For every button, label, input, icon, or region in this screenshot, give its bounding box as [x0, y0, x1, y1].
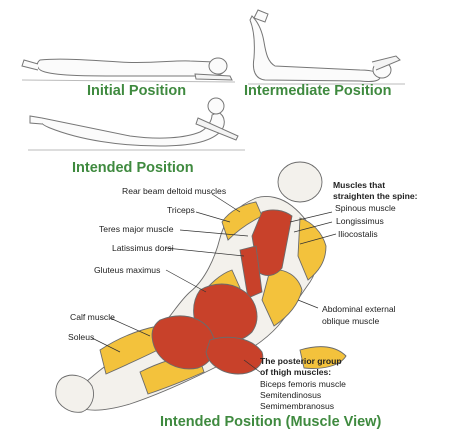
- label-soleus: Soleus: [68, 332, 95, 342]
- caption-muscle-view: Intended Position (Muscle View): [160, 414, 382, 430]
- leader-lines: [91, 193, 337, 373]
- thigh-group-item: Semimembranosus: [260, 401, 335, 411]
- thigh-group-title-2: of thigh muscles:: [260, 367, 332, 377]
- spine-group-item: Iliocostalis: [338, 229, 378, 239]
- label-abdominal-line-1: Abdominal external: [322, 304, 396, 314]
- label-latissimus-dorsi: Latissimus dorsi: [112, 243, 174, 253]
- figure-intermediate-position: [248, 9, 405, 85]
- label-teres-major: Teres major muscle: [99, 224, 174, 234]
- spine-group-title-1: Muscles that: [333, 180, 386, 190]
- caption-intermediate-position: Intermediate Position: [244, 83, 392, 99]
- thigh-group-item: Biceps femoris muscle: [260, 379, 346, 389]
- spine-group-item: Spinous muscle: [335, 203, 396, 213]
- label-calf-muscle: Calf muscle: [70, 312, 115, 322]
- spine-group-title-2: straighten the spine:: [333, 191, 418, 201]
- figure-initial-position: [21, 57, 236, 83]
- figure-intended-position: [28, 97, 245, 151]
- spine-group-item: Longissimus: [336, 216, 384, 226]
- thigh-group-item: Semitendinosus: [260, 390, 322, 400]
- label-abdominal-line-2: oblique muscle: [322, 316, 380, 326]
- label-triceps: Triceps: [167, 205, 195, 215]
- figure-muscle-view: [55, 161, 347, 413]
- thigh-group-title-1: The posterior group: [260, 356, 342, 366]
- label-rear-deltoid: Rear beam deltoid muscles: [122, 186, 227, 196]
- caption-initial-position: Initial Position: [87, 83, 187, 99]
- label-gluteus-maximus: Gluteus maximus: [94, 265, 161, 275]
- caption-intended-position: Intended Position: [72, 160, 194, 176]
